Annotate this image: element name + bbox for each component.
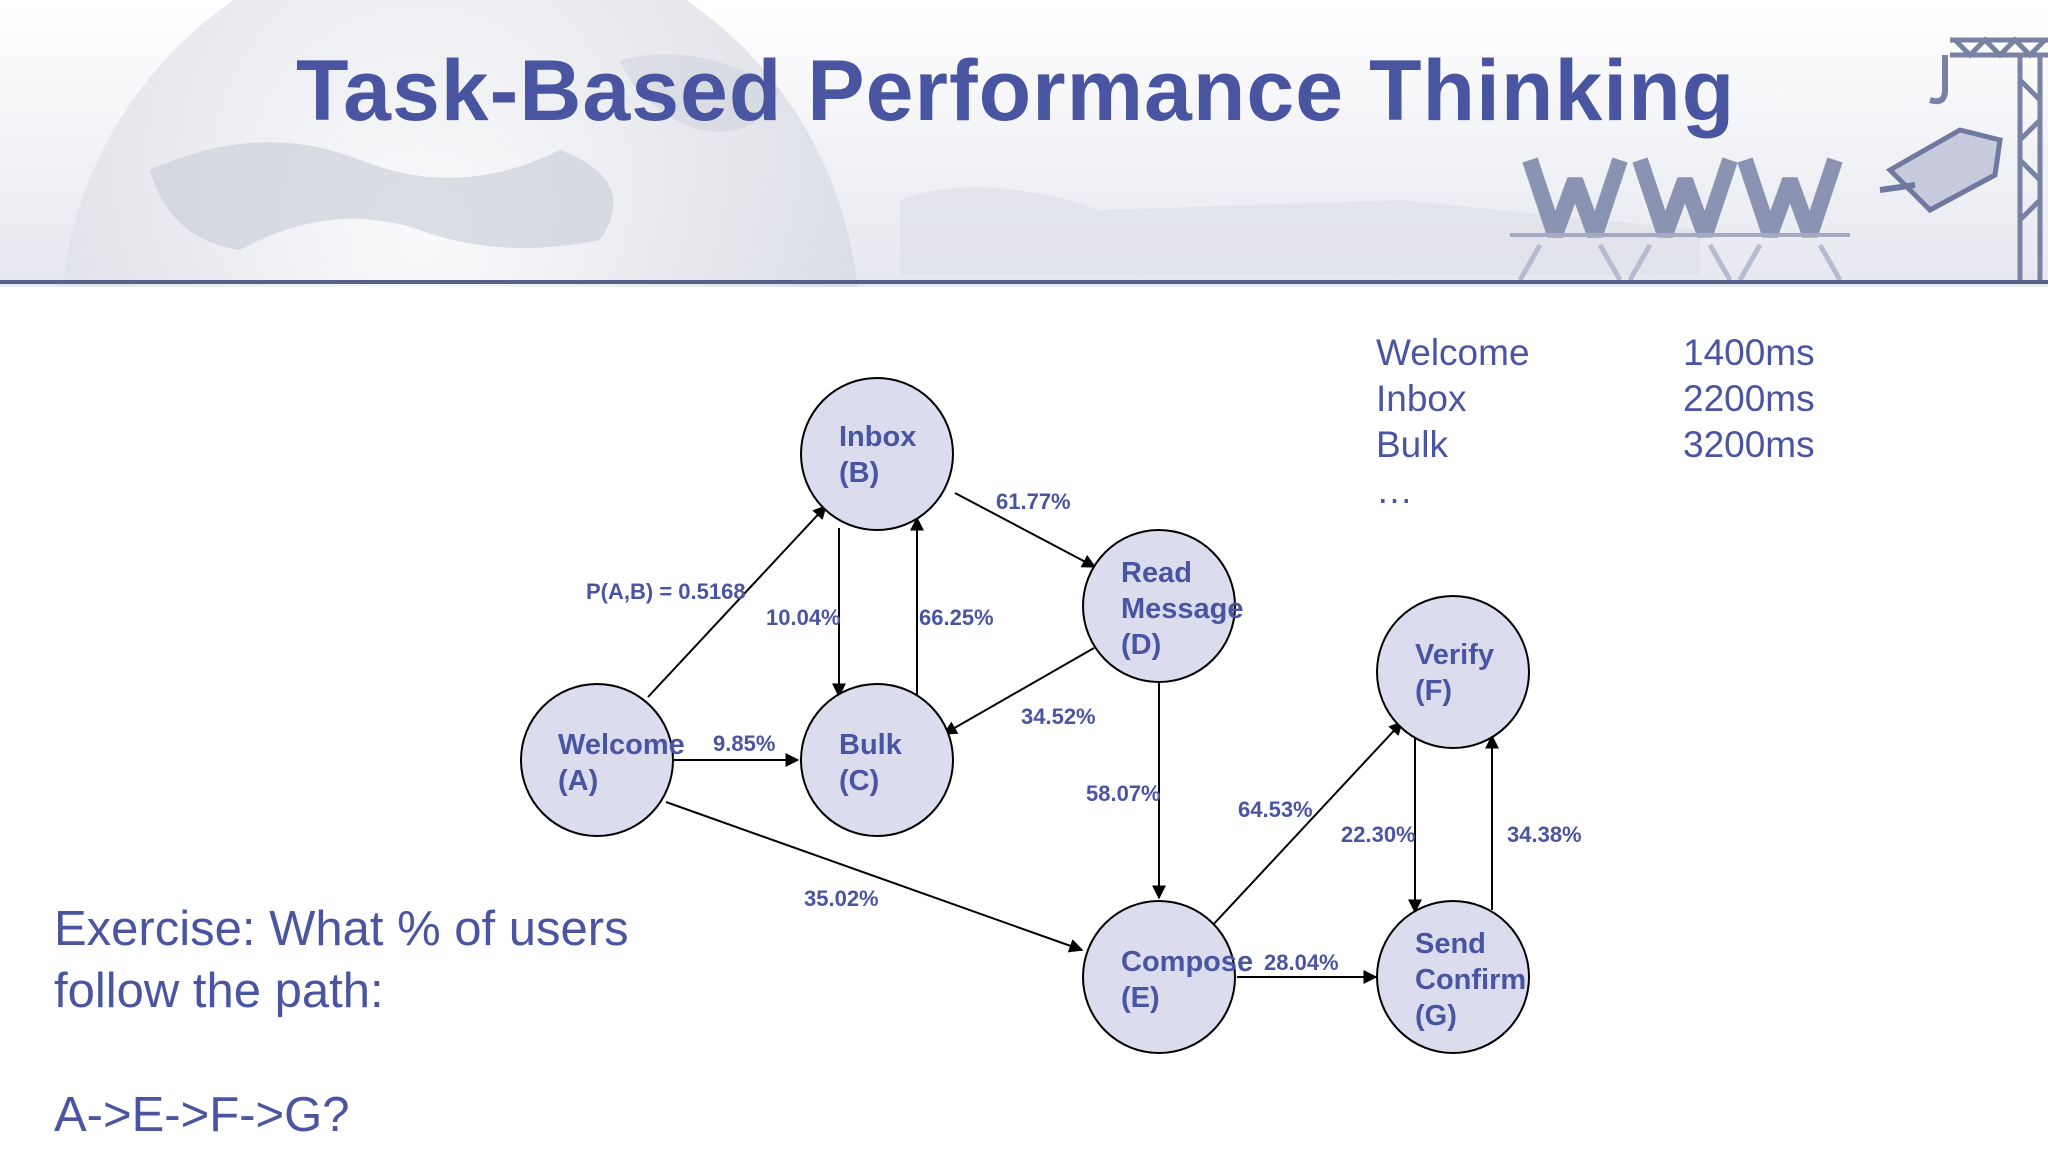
- slide-title: Task-Based Performance Thinking: [296, 43, 1736, 139]
- page-time-row: Welcome 1400ms: [1376, 330, 1896, 376]
- node-e-label: Compose(E): [1121, 946, 1253, 1014]
- node-f-label: Verify(F): [1415, 639, 1494, 707]
- edge-a-e: [665, 801, 1084, 953]
- exercise-spacer: [54, 1022, 629, 1084]
- edge-b-d: [954, 492, 1097, 568]
- edge-label-b-d: 61.77%: [996, 489, 1071, 514]
- edge-label-e-f: 64.53%: [1238, 797, 1313, 822]
- node-a-label: Welcome(A): [558, 729, 685, 797]
- page-time-row: …: [1376, 468, 1896, 514]
- node-c-label: Bulk(C): [839, 729, 903, 797]
- edge-d-c: [942, 647, 1095, 735]
- page-name: Welcome: [1376, 332, 1530, 373]
- edge-label-c-b: 66.25%: [919, 605, 994, 630]
- exercise-line: follow the path:: [54, 964, 384, 1018]
- page-time-table: Welcome 1400ms Inbox 2200ms Bulk 3200ms …: [1376, 330, 1896, 514]
- exercise-question: Exercise: What % of users follow the pat…: [54, 898, 629, 1146]
- edge-label-a-b: P(A,B) = 0.5168: [586, 579, 746, 604]
- node-b-label: Inbox(B): [839, 421, 916, 489]
- page-time: 2200ms: [1683, 378, 1815, 419]
- node-d-circle: [1082, 529, 1236, 683]
- edge-label-g-f: 34.38%: [1507, 822, 1582, 847]
- page-time: 1400ms: [1683, 332, 1815, 373]
- node-c-circle: [800, 683, 954, 837]
- edge-label-b-c: 10.04%: [766, 605, 841, 630]
- edge-label-d-c: 34.52%: [1021, 704, 1096, 729]
- node-a-circle: [520, 683, 674, 837]
- node-g-circle: [1376, 900, 1530, 1054]
- edge-label-a-c: 9.85%: [713, 731, 775, 756]
- header-divider: [0, 280, 2048, 284]
- page-time-ellipsis: …: [1376, 470, 1416, 511]
- page-time-row: Inbox 2200ms: [1376, 376, 1896, 422]
- edge-e-f: [1210, 720, 1403, 928]
- slide-header: Task-Based Performance Thinking: [0, 0, 2048, 287]
- header-background: [62, 0, 2048, 287]
- node-f-circle: [1376, 595, 1530, 749]
- exercise-line: Exercise: What % of users: [54, 902, 629, 956]
- node-b-circle: [800, 377, 954, 531]
- page-time: 3200ms: [1683, 424, 1815, 465]
- www-logo-icon: [1510, 157, 1850, 282]
- edge-label-e-g: 28.04%: [1264, 950, 1339, 975]
- edge-label-a-e: 35.02%: [804, 886, 879, 911]
- edge-label-f-g: 22.30%: [1341, 822, 1416, 847]
- page-name: Inbox: [1376, 378, 1467, 419]
- page-time-row: Bulk 3200ms: [1376, 422, 1896, 468]
- edge-a-b: [647, 504, 827, 698]
- exercise-path: A->E->F->G?: [54, 1088, 350, 1142]
- globe-icon: [62, 0, 1700, 287]
- crane-icon: [1879, 36, 2048, 280]
- page-name: Bulk: [1376, 424, 1448, 465]
- edge-label-d-e: 58.07%: [1086, 781, 1161, 806]
- node-e-circle: [1082, 900, 1236, 1054]
